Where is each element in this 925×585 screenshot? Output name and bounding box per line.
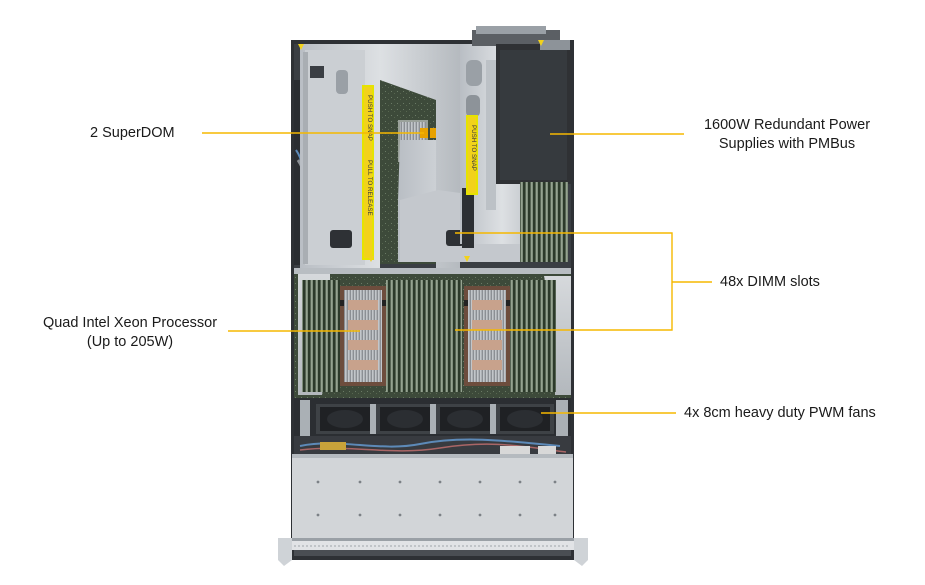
- callout-superdom: 2 SuperDOM: [90, 124, 175, 143]
- fan-1: [316, 404, 374, 434]
- fan-3: [436, 404, 494, 434]
- dimm-bank-2: [386, 280, 462, 392]
- cpu-heatsink-right: [464, 286, 510, 386]
- dimm-bank-3: [510, 280, 556, 392]
- fan-4: [496, 404, 554, 434]
- rack-ear-right: [574, 538, 588, 566]
- callout-psu-line-2: Supplies with PMBus: [718, 136, 856, 152]
- cpu-heatsink-left: [340, 286, 386, 386]
- callout-processor-line-2: (Up to 205W): [86, 334, 174, 350]
- drive-bay-cover: [292, 454, 573, 540]
- shroud-hole: [330, 230, 352, 248]
- rack-ear-left: [278, 538, 292, 566]
- callout-dimm: 48x DIMM slots: [720, 273, 820, 292]
- callout-psu-line-1: 1600W Redundant Power: [703, 117, 871, 133]
- dimm-bank-1: [302, 280, 340, 392]
- chassis: PUSH TO SNAP PULL TO RELEASE PUSH TO SNA…: [278, 26, 588, 566]
- callout-fans-line-1: 4x 8cm heavy duty PWM fans: [684, 405, 876, 421]
- callout-dimm-line-1: 48x DIMM slots: [720, 274, 820, 290]
- callout-superdom-line-1: 2 SuperDOM: [90, 125, 175, 141]
- fan-2: [376, 404, 434, 434]
- pull-to-release: PULL TO RELEASE: [366, 160, 373, 216]
- callout-psu: 1600W Redundant Power Supplies with PMBu…: [684, 116, 890, 154]
- callout-fans: 4x 8cm heavy duty PWM fans: [684, 404, 876, 423]
- callout-lines: [202, 132, 712, 414]
- push-to-snap-left: PUSH TO SNAP: [366, 95, 373, 141]
- dimm-upper-right: [520, 182, 568, 262]
- callout-processor-line-1: Quad Intel Xeon Processor: [42, 315, 218, 331]
- callout-processor: Quad Intel Xeon Processor (Up to 205W): [30, 314, 230, 352]
- superdom-port-2: [430, 128, 438, 138]
- push-to-snap-right: PUSH TO SNAP: [470, 125, 477, 171]
